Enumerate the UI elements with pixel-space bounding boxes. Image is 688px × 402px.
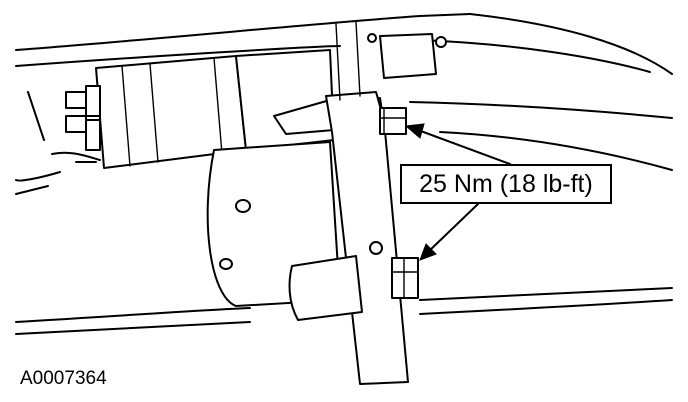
frame-lines bbox=[15, 13, 673, 335]
bolt-icon bbox=[391, 257, 419, 299]
bolt-icon bbox=[379, 107, 407, 135]
figure-id: A0007364 bbox=[20, 368, 107, 389]
mounting-bracket bbox=[273, 21, 409, 385]
terminal-studs bbox=[51, 85, 101, 163]
arrow-icon bbox=[419, 203, 479, 261]
arrow-icon bbox=[404, 123, 511, 165]
torque-callout: 25 Nm (18 lb-ft) bbox=[400, 164, 612, 204]
